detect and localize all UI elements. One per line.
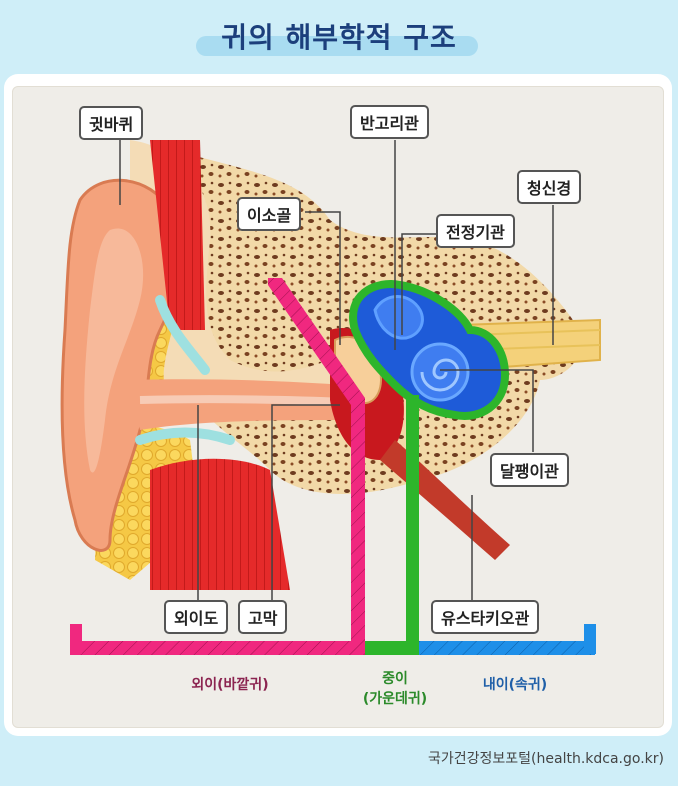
label-pinna: 귓바퀴 bbox=[79, 106, 144, 140]
label-ossicles: 이소골 bbox=[237, 197, 302, 231]
label-vestibule: 전정기관 bbox=[436, 214, 515, 248]
outer-ear-boundary bbox=[268, 278, 365, 645]
label-ear-canal: 외이도 bbox=[164, 600, 229, 634]
pinna-inner bbox=[84, 228, 144, 473]
label-cochlear-nerve: 청신경 bbox=[517, 170, 582, 204]
outer-bracket-base bbox=[70, 641, 365, 655]
middle-ear-boundary bbox=[406, 395, 419, 645]
cochlea-spiral-line bbox=[420, 358, 460, 392]
outer-bracket-left bbox=[70, 624, 82, 654]
page-title: 귀의 해부학적 구조 bbox=[221, 21, 457, 54]
middle-bracket-base bbox=[365, 641, 419, 655]
label-cochlea: 달팽이관 bbox=[490, 453, 569, 487]
ear-canal bbox=[130, 379, 355, 430]
source-credit: 국가건강정보포털(health.kdca.go.kr) bbox=[428, 751, 664, 767]
label-eustachian-tube: 유스타키오관 bbox=[431, 600, 540, 634]
inner-bracket-base bbox=[419, 641, 595, 655]
title-highlight bbox=[196, 36, 478, 56]
cartilage-upper bbox=[155, 295, 210, 375]
region-outer-ear: 외이(바깥귀) bbox=[191, 677, 269, 693]
ear-canal-line bbox=[139, 395, 346, 406]
cartilage-lower bbox=[135, 427, 235, 445]
muscle-top bbox=[150, 140, 205, 330]
title-area: 귀의 해부학적 구조 bbox=[0, 0, 678, 70]
muscle-bottom bbox=[150, 458, 290, 590]
inner-bracket-right bbox=[584, 624, 596, 654]
region-middle-ear-line1: 중이 bbox=[382, 671, 408, 687]
region-inner-ear: 내이(속귀) bbox=[482, 677, 548, 693]
label-semicircular-canals: 반고리관 bbox=[350, 105, 429, 139]
region-middle-ear-line2: (가운데귀) bbox=[362, 691, 428, 707]
cochlea-spiral bbox=[410, 342, 470, 402]
label-eardrum: 고막 bbox=[238, 600, 288, 634]
